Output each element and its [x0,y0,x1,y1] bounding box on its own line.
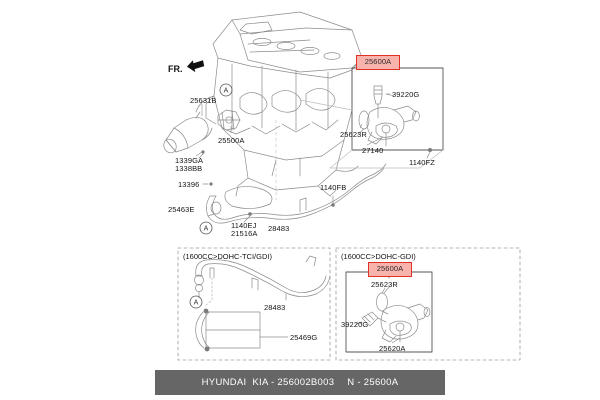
svg-text:A: A [224,88,229,95]
arrow-left-icon [186,60,205,73]
label-21516a: 21516A [231,229,258,238]
label-25500a: 25500A [218,136,245,145]
label-25623r: 25623R [340,130,367,139]
inset-highlight-25600a[interactable]: 25600A [368,262,412,277]
label-39220g: 39220G [392,90,420,99]
footer-code: N - 25600A [347,377,399,388]
highlight-part-25600a[interactable]: 25600A [356,55,400,70]
label-25631b: 25631B [190,96,217,105]
label-1140ej: 1140EJ [231,221,257,230]
label-13396: 13396 [178,180,200,189]
svg-text:A: A [194,300,199,307]
inset-title-gdi: (1600CC>DOHC-GDI) [341,252,416,261]
inset-label-25623r: 25623R [371,280,398,289]
inset-label-39220g: 39220G [341,320,369,329]
svg-text:A: A [204,226,209,233]
inset-title-tci-gdi: (1600CC>DOHC-TCI/GDI) [183,252,272,261]
orientation-label: FR. [168,64,183,74]
inset-label-25620a: 25620A [379,344,406,353]
label-28483: 28483 [268,224,290,233]
footer-bar: HYUNDAI KIA - 256002B003 N - 25600A [155,370,445,395]
label-27140: 27140 [362,146,384,155]
label-1339ga: 1339GA [175,156,204,165]
label-1140fb: 1140FB [320,183,347,192]
label-25463e: 25463E [168,205,195,214]
inset-label-28483: 28483 [264,303,286,312]
footer-brand-part: HYUNDAI KIA - 256002B003 [201,377,335,388]
label-1140fz: 1140FZ [409,158,435,167]
label-1338bb: 1338BB [175,164,203,173]
inset-label-25469g: 25469G [290,333,318,342]
